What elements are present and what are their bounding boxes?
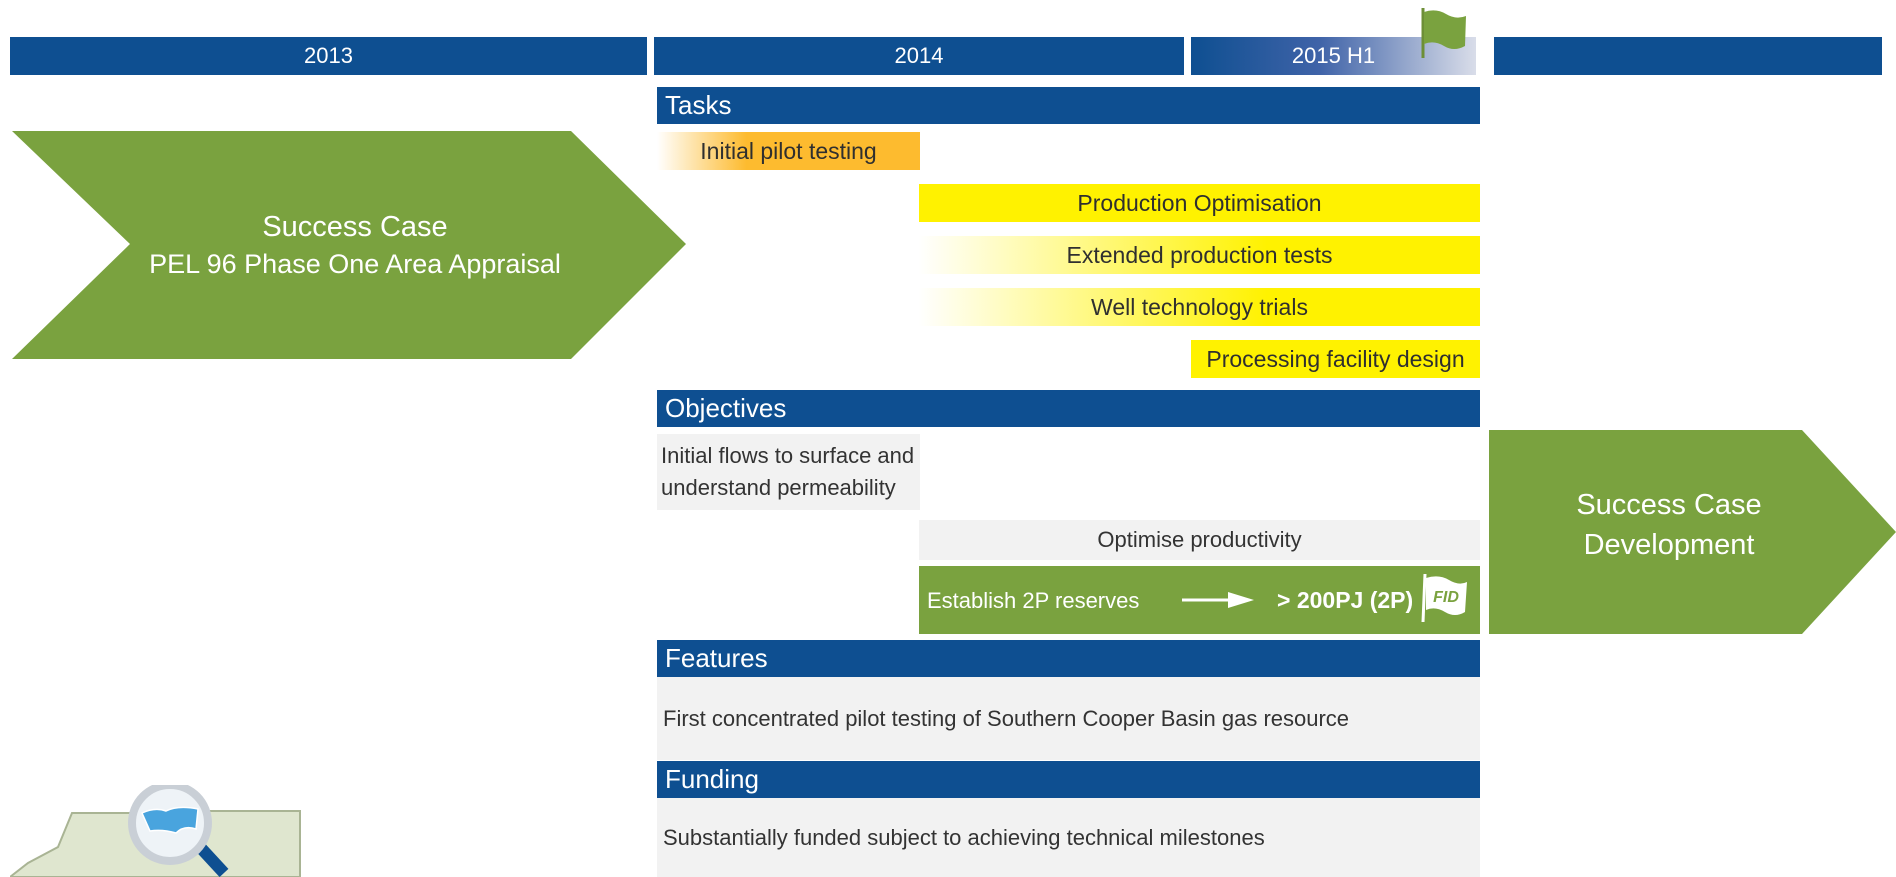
task-label: Extended production tests xyxy=(1066,241,1333,268)
task-well-technology-trials: Well technology trials xyxy=(919,288,1480,326)
year-2015h1-bar: 2015 H1 xyxy=(1191,37,1476,75)
year-2013-label: 2013 xyxy=(304,43,353,68)
task-processing-facility-design: Processing facility design xyxy=(1191,340,1480,378)
task-initial-pilot-testing: Initial pilot testing xyxy=(657,132,920,170)
development-title: Success Case xyxy=(1576,489,1762,521)
tasks-header: Tasks xyxy=(657,87,1480,124)
funding-body: Substantially funded subject to achievin… xyxy=(657,798,1480,877)
task-label: Initial pilot testing xyxy=(700,137,877,164)
reserves-target: > 200PJ (2P) xyxy=(1277,587,1414,613)
task-label: Well technology trials xyxy=(1091,293,1308,320)
features-header: Features xyxy=(657,640,1480,677)
fid-flag-icon: FID xyxy=(1421,573,1467,623)
fid-text: FID xyxy=(1433,589,1459,606)
funding-header: Funding xyxy=(657,761,1480,798)
right-arrow-icon xyxy=(1182,592,1254,608)
year-2015h1-label: 2015 H1 xyxy=(1291,43,1376,68)
task-production-optimisation: Production Optimisation xyxy=(919,184,1480,222)
features-header-label: Features xyxy=(665,643,768,673)
phase-one-label: Success Case PEL 96 Phase One Area Appra… xyxy=(130,208,580,282)
objectives-header: Objectives xyxy=(657,390,1480,427)
funding-text: Substantially funded subject to achievin… xyxy=(663,824,1265,850)
features-body: First concentrated pilot testing of Sout… xyxy=(657,677,1480,760)
objective-initial-flows-line2: understand permeability xyxy=(661,475,896,500)
objectives-header-label: Objectives xyxy=(665,393,787,423)
phase-one-chevron xyxy=(12,131,686,359)
funding-header-label: Funding xyxy=(665,764,759,794)
objective-initial-flows-line1: Initial flows to surface and xyxy=(661,443,915,468)
flag-icon xyxy=(1421,8,1466,58)
features-text: First concentrated pilot testing of Sout… xyxy=(663,705,1350,731)
year-2014-bar: 2014 xyxy=(654,37,1184,75)
year-later-bar xyxy=(1494,37,1882,75)
objective-optimise-label: Optimise productivity xyxy=(1097,527,1302,552)
map-magnifier-icon xyxy=(10,785,301,877)
objective-initial-flows: Initial flows to surface and understand … xyxy=(657,434,920,510)
phase-one-subtitle: PEL 96 Phase One Area Appraisal xyxy=(149,249,561,279)
task-extended-production-tests: Extended production tests xyxy=(919,236,1480,274)
development-label: Success Case Development xyxy=(1489,485,1849,565)
tasks-header-label: Tasks xyxy=(665,90,732,120)
establish-reserves-label: Establish 2P reserves xyxy=(927,588,1140,613)
task-label: Processing facility design xyxy=(1206,345,1465,372)
objective-establish-reserves: Establish 2P reserves > 200PJ (2P) FID xyxy=(919,566,1480,634)
development-chevron xyxy=(1489,430,1896,634)
year-2013-bar: 2013 xyxy=(10,37,647,75)
objective-optimise-productivity: Optimise productivity xyxy=(919,520,1480,560)
task-label: Production Optimisation xyxy=(1077,189,1322,216)
year-2014-label: 2014 xyxy=(894,43,944,68)
development-subtitle: Development xyxy=(1583,529,1755,561)
phase-one-title: Success Case xyxy=(262,211,448,243)
